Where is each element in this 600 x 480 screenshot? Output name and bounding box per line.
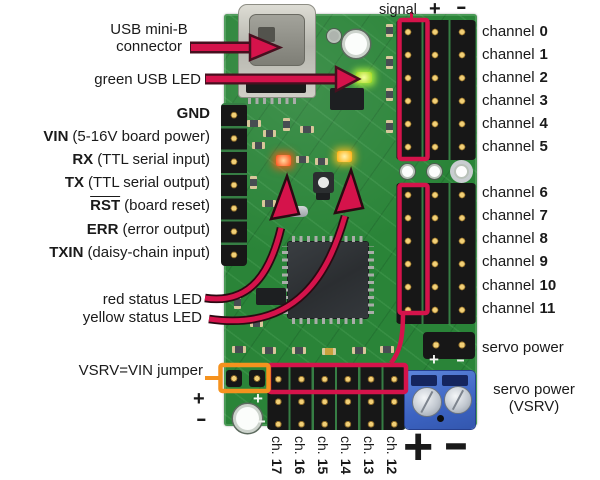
reset-button [313,172,334,193]
servo-power-vsrv-label: servo power (VSRV) [493,381,575,415]
chip-pins-top [292,236,364,242]
smd-component [292,347,306,354]
left-minus-label: - [196,408,207,430]
smd-component [380,346,394,353]
smd-component [234,296,241,309]
smd-component [386,88,393,101]
red-status-led-label: red status LED [102,291,202,308]
smd-component [300,126,314,133]
via-hole [454,164,469,179]
pcb-board: + - + - [221,4,477,433]
yellow-status-led-label: yellow status LED [82,309,202,326]
smd-component [296,156,309,163]
smd-component [262,347,276,354]
small-ic [256,288,286,305]
chip-pins-bottom [292,318,364,324]
pin-label-rst: RST(board reset) [90,197,210,214]
ch-13-label: ch.13 [361,436,377,475]
ch-12-label: ch.12 [384,436,400,475]
left-plus-label: + [193,388,205,410]
usb-mini-b-connector [238,4,316,98]
smd-component [315,158,328,165]
silk-hole-minus: - [257,411,267,430]
channel-header-0-5 [396,20,476,160]
terminal-slot [442,375,468,386]
jumper-pin [226,370,242,387]
crystal [284,206,308,217]
silk-servo-minus: - [456,350,466,369]
via-hole [327,29,341,43]
ch-17-label: ch.17 [269,436,285,475]
big-minus-label: - [443,414,469,472]
microcontroller-chip [288,242,368,318]
pin-label-err: ERR(error output) [86,221,210,238]
green-usb-led-label: green USB LED [94,71,201,88]
top-minus-label: - [456,0,467,18]
top-plus-label: + [429,0,441,20]
usb-contact-tab [258,27,275,42]
smd-component [252,142,265,149]
usb-connector-label: USB mini-B connector [110,21,188,55]
ch-14-label: ch.14 [338,436,354,475]
pin-label-txin: TXIN(daisy-chain input) [49,244,210,261]
smd-component [247,120,261,127]
silk-hole-plus: + [253,389,263,408]
usb-solder-pins [248,98,300,104]
serial-power-header-pins [221,103,247,266]
signal-label: signal [379,2,417,18]
servo-power-header [423,332,475,359]
ch-16-label: ch.16 [292,436,308,475]
smd-component [283,118,290,131]
smd-component [386,56,393,69]
channel-header-6-11 [396,183,476,324]
silk-servo-plus: + [429,350,439,369]
terminal-screw [412,387,442,417]
smd-component [386,24,393,37]
via-hole [400,164,415,179]
smd-component [352,347,366,354]
ch-15-label: ch.15 [315,436,331,475]
smd-component [250,320,263,327]
green-usb-led [356,72,372,83]
pin-label-vin: VIN(5-16V board power) [43,128,210,145]
smd-component [232,346,246,353]
smd-component [263,130,276,137]
smd-component [250,176,257,189]
chip-pins-right [368,246,374,314]
servo-power-label: servo power [482,339,564,356]
pin-label-tx: TX(TTL serial output) [64,174,210,191]
yellow-status-led [337,151,352,162]
big-plus-label: + [403,418,434,476]
pin-label-rx: RX(TTL serial input) [72,151,210,168]
usb-base [246,81,306,93]
red-status-led [276,155,291,166]
jumper-pin [249,370,265,387]
smd-capacitor [322,348,336,355]
channel-header-12-17 [267,367,406,430]
mounting-hole-top [342,30,370,58]
terminal-slot [411,375,437,386]
terminal-screw [444,386,472,414]
mounting-hole-bottom [233,404,262,433]
pin-label-gnd: GND [176,105,210,122]
smd-component [262,200,276,207]
smd-component [386,120,393,133]
terminal-hole [437,415,444,422]
vsrv-jumper-label: VSRV=VIN jumper [78,362,203,379]
transistor [330,88,364,110]
servo-power-terminal-block [405,371,475,429]
via-hole [427,164,442,179]
